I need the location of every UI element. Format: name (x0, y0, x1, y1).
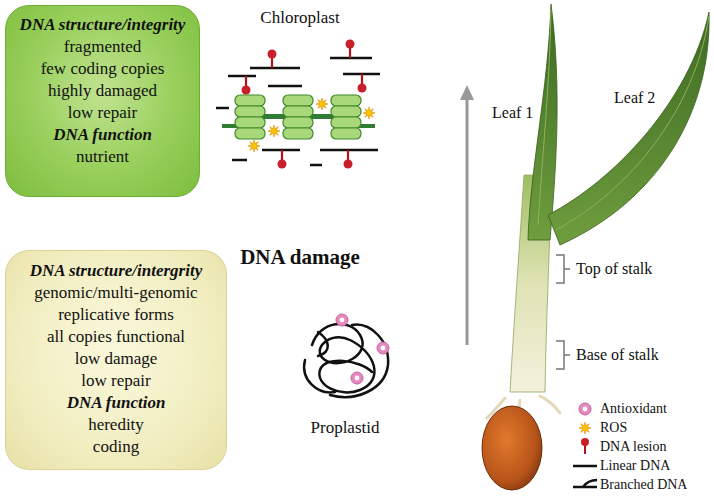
info-box: DNA structure/integrityfragmentedfew cod… (5, 5, 200, 197)
box-text: all copies functional (47, 326, 185, 348)
box-text: low repair (81, 370, 150, 392)
box-text: nutrient (76, 146, 129, 168)
box-text: coding (93, 436, 139, 458)
box-heading: DNA function (67, 392, 166, 414)
box-heading: DNA function (53, 124, 152, 146)
box-text: low repair (68, 102, 137, 124)
plastid-node: Proplastid (285, 300, 405, 440)
box-text: highly damaged (48, 80, 157, 102)
box-text: replicative forms (58, 304, 174, 326)
info-box: DNA structure/intergritygenomic/multi-ge… (5, 250, 227, 470)
seedling-illustration (482, 4, 709, 490)
legend-label: Linear DNA (600, 457, 670, 474)
annotation-label: Leaf 1 (492, 103, 533, 123)
legend-sample (573, 403, 597, 487)
node-heading: Chloroplast (260, 8, 339, 28)
box-text: genomic/multi-genomic (34, 282, 197, 304)
development-arrow (460, 85, 474, 345)
plastid-outline (205, 25, 395, 173)
plastid-node: Chloroplast (205, 8, 395, 176)
legend-label: Branched DNA (600, 476, 687, 493)
legend-label: ROS (600, 419, 627, 436)
process-label: DNA damage (220, 244, 380, 270)
box-text: fragmented (64, 36, 141, 58)
box-text: few coding copies (41, 58, 165, 80)
box-heading: DNA structure/integrity (20, 14, 186, 36)
annotation-label: Leaf 2 (614, 88, 655, 108)
plastid-outline (293, 306, 397, 410)
proplastid-interior (304, 314, 389, 397)
node-heading: Proplastid (311, 418, 380, 438)
chloroplast-interior (216, 40, 380, 169)
legend-label: DNA lesion (600, 438, 667, 455)
box-text: heredity (88, 414, 144, 436)
stalk-bracket (556, 255, 570, 369)
box-text: low damage (75, 348, 158, 370)
annotation-label: Top of stalk (576, 259, 652, 279)
legend-label: Antioxidant (600, 400, 667, 417)
annotation-label: Base of stalk (576, 345, 659, 365)
box-heading: DNA structure/intergrity (30, 260, 202, 282)
